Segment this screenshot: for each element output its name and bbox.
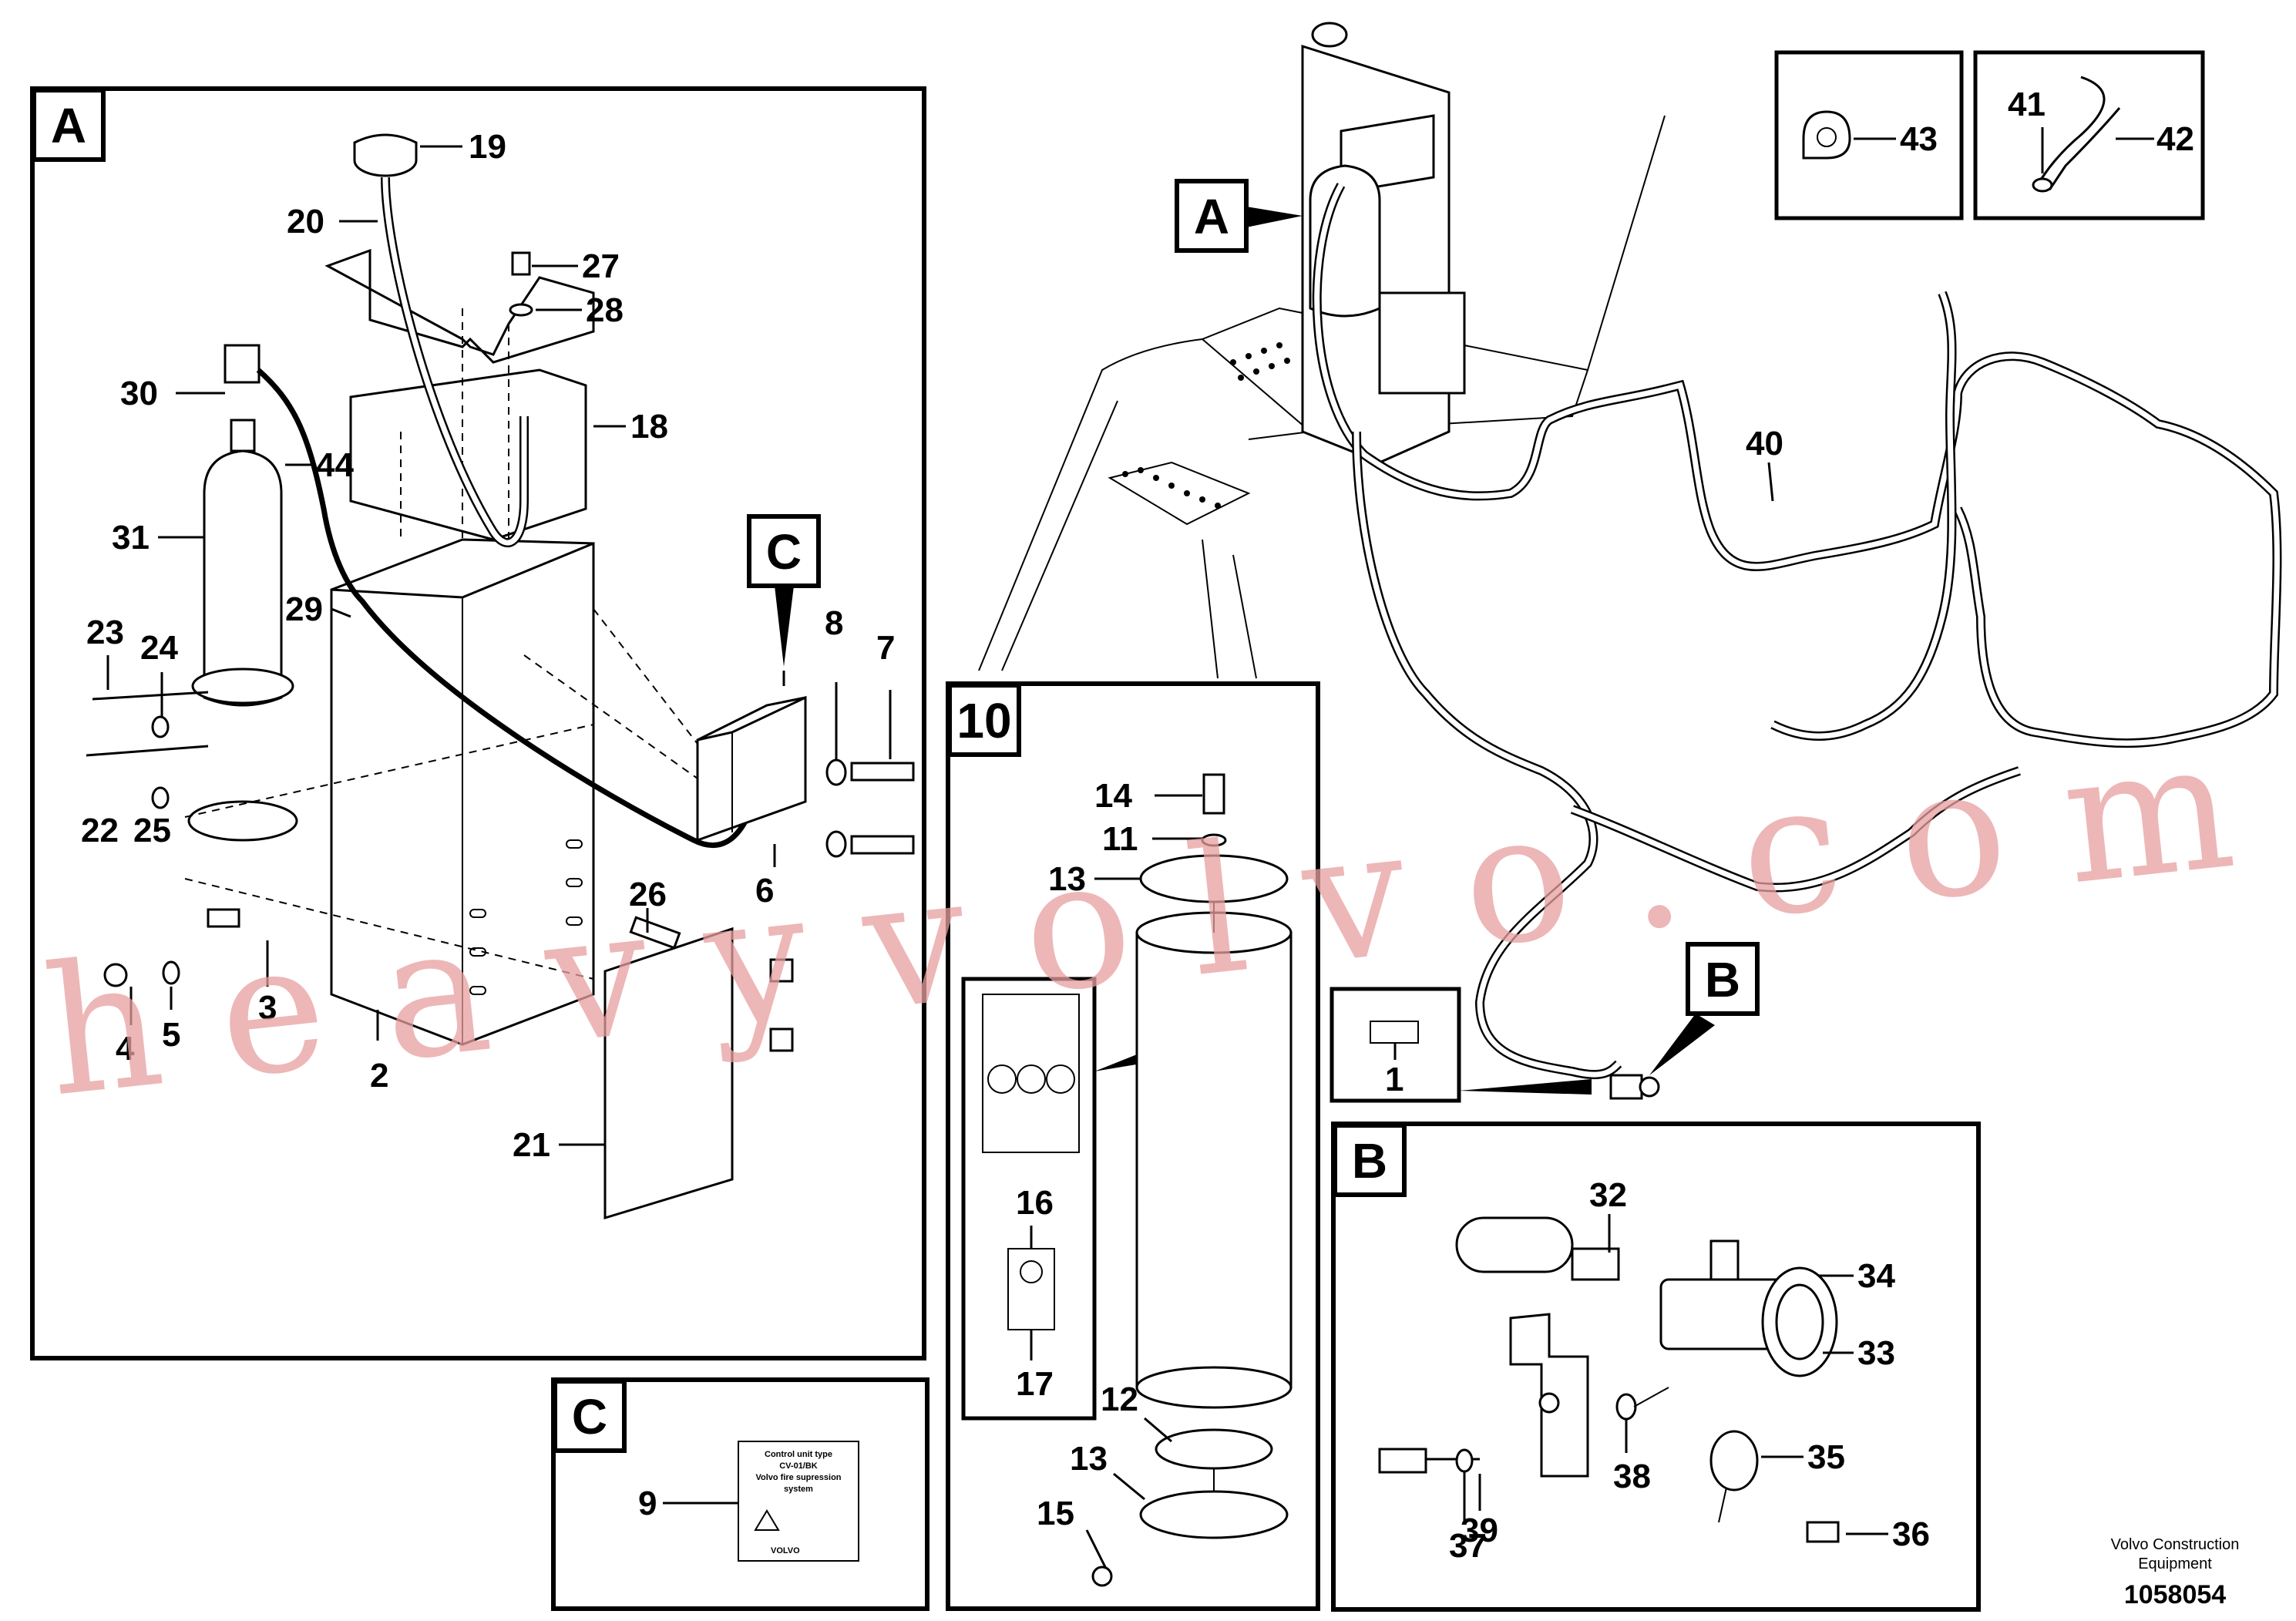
part-29: 29 <box>285 590 323 628</box>
company-name-line-2: Equipment <box>2138 1555 2212 1572</box>
mounting-plate <box>603 916 794 1220</box>
cylinder-clamps <box>86 668 594 987</box>
part-30: 30 <box>120 375 158 412</box>
detail-frame-b: B <box>1331 1122 1981 1612</box>
svg-text:B: B <box>1352 1133 1387 1189</box>
part-4: 4 <box>116 1030 135 1068</box>
part-43: 43 <box>1900 120 1938 158</box>
bolt-and-washer <box>509 251 533 317</box>
part-27: 27 <box>582 247 620 285</box>
part-15: 15 <box>1037 1495 1074 1532</box>
part-35: 35 <box>1807 1438 1845 1476</box>
part-6: 6 <box>755 872 774 910</box>
part-19: 19 <box>469 128 506 166</box>
callout-c-marker: C <box>747 514 821 667</box>
part-42: 42 <box>2156 120 2194 158</box>
part-17: 17 <box>1016 1365 1054 1403</box>
beacon-lamp <box>353 133 529 547</box>
machine-overview <box>978 22 2282 1100</box>
decal-line-3: Volvo fire supression <box>755 1473 841 1482</box>
svg-text:C: C <box>766 524 802 580</box>
part-16: 16 <box>1016 1184 1054 1222</box>
part-13b: 13 <box>1070 1440 1108 1478</box>
overview-callouts: A B 40 <box>1175 179 1783 1075</box>
frame-10-labels: 14 11 13 16 17 12 13 15 <box>1016 777 1202 1569</box>
decal-line-1: Control unit type <box>765 1450 832 1459</box>
detail-frame-1: 1 <box>1330 987 1592 1103</box>
part-26: 26 <box>629 876 667 913</box>
part-14: 14 <box>1094 777 1132 815</box>
part-12: 12 <box>1101 1381 1138 1418</box>
part-38: 38 <box>1613 1458 1651 1495</box>
control-unit-screws <box>825 758 915 858</box>
part-9: 9 <box>638 1485 657 1522</box>
control-unit <box>523 608 807 842</box>
part-24: 24 <box>140 629 178 667</box>
part-11: 11 <box>1102 820 1138 858</box>
callout-a: A <box>1194 189 1229 244</box>
document-footer: Volvo Construction Equipment 1058054 <box>2111 1536 2240 1609</box>
part-3: 3 <box>258 989 277 1027</box>
cabinet-assembly <box>324 248 595 1046</box>
svg-text:10: 10 <box>956 693 1011 748</box>
part-40: 40 <box>1746 425 1783 462</box>
part-41: 41 <box>2008 86 2046 123</box>
part-37: 37 <box>1449 1527 1487 1565</box>
part-23: 23 <box>86 614 124 651</box>
decal-brand: VOLVO <box>771 1546 800 1555</box>
part-2: 2 <box>370 1057 388 1095</box>
part-5: 5 <box>162 1016 180 1054</box>
detail-frame-41-42: 41 42 <box>1973 50 2205 220</box>
part-25: 25 <box>133 812 171 849</box>
svg-text:C: C <box>572 1389 607 1444</box>
decal-line-4: system <box>784 1485 813 1494</box>
detail-frame-43: 43 <box>1774 50 1964 220</box>
document-number: 1058054 <box>2124 1580 2226 1609</box>
part-22: 22 <box>81 812 119 849</box>
part-44: 44 <box>316 446 354 484</box>
part-20: 20 <box>287 203 324 240</box>
part-8: 8 <box>825 604 843 642</box>
frame-a-label: A <box>51 98 86 153</box>
part-36: 36 <box>1892 1515 1930 1553</box>
decal-line-2: CV-01/BK <box>779 1461 818 1471</box>
part-33: 33 <box>1857 1334 1895 1372</box>
part-39: 39 <box>1461 1512 1498 1549</box>
part-34: 34 <box>1857 1257 1895 1295</box>
part-28: 28 <box>586 291 624 329</box>
company-name-line-1: Volvo Construction <box>2111 1536 2240 1553</box>
part-13a: 13 <box>1048 860 1086 898</box>
part-32: 32 <box>1589 1176 1627 1214</box>
callout-b: B <box>1705 952 1740 1007</box>
detail-frame-c: C 9 Control unit type CV-01/BK Volvo fir… <box>551 1377 929 1611</box>
perforated-grille <box>1122 342 1290 509</box>
frame-a-labels: 19 20 27 28 30 18 44 31 29 8 7 23 24 22 … <box>81 128 895 1164</box>
part-21: 21 <box>513 1126 550 1164</box>
part-7: 7 <box>876 629 895 667</box>
detail-frame-10: 10 <box>946 681 1320 1611</box>
detail-frame-a: A <box>30 86 926 1360</box>
frame-b-labels: 32 34 33 35 36 38 37 39 <box>1449 1176 1930 1565</box>
part-18: 18 <box>630 408 668 446</box>
part-31: 31 <box>112 519 150 557</box>
part-1: 1 <box>1385 1061 1403 1098</box>
